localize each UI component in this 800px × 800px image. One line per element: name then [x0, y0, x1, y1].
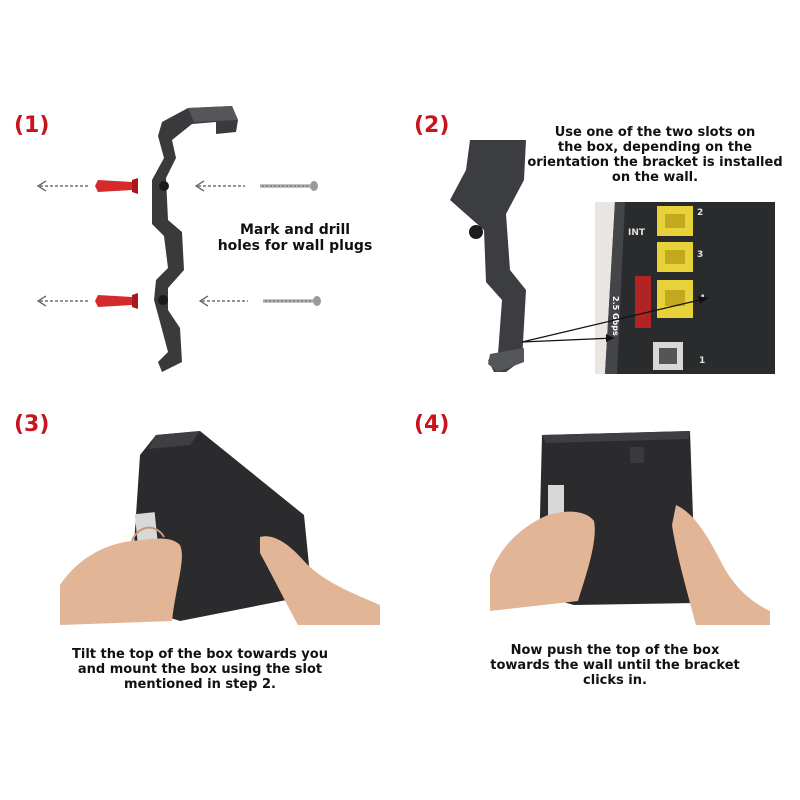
- wall-plug-icon: [95, 178, 138, 194]
- port-label-2: 2: [697, 208, 704, 218]
- step-4-caption: Now push the top of the box towards the …: [490, 643, 740, 688]
- screw-icon: [260, 181, 318, 191]
- arrow-head-icon: [198, 295, 209, 307]
- screw-icon: [263, 296, 321, 306]
- arrow-head-icon: [36, 295, 47, 307]
- left-hand-icon: [490, 511, 595, 611]
- bracket-icon: [152, 106, 238, 372]
- step-3-caption: Tilt the top of the box towards you and …: [72, 647, 328, 692]
- port-label-4: 4: [699, 294, 706, 304]
- router-port-photo: [595, 202, 775, 374]
- speed-badge: 2.5 Gbps: [611, 296, 620, 336]
- step-1-number: (1): [14, 113, 50, 138]
- port-label-int: INT: [628, 228, 646, 238]
- right-hand-icon: [260, 536, 380, 625]
- step-2-bracket-closeup: [450, 140, 526, 372]
- arrow-head-icon: [194, 180, 205, 192]
- step-2-number: (2): [414, 113, 450, 138]
- step-3-photo: [60, 431, 380, 625]
- port-label-1: 1: [699, 356, 706, 366]
- step-3-number: (3): [14, 412, 50, 437]
- step-2-caption: Use one of the two slots on the box, dep…: [527, 125, 783, 185]
- left-hand-icon: [60, 526, 182, 625]
- step-4-photo: [490, 431, 770, 625]
- wall-plug-icon: [95, 293, 138, 309]
- step-4-number: (4): [414, 412, 450, 437]
- bracket-icon: [450, 140, 526, 372]
- port-label-3: 3: [697, 250, 704, 260]
- right-hand-icon: [672, 505, 770, 625]
- arrow-head-icon: [36, 180, 47, 192]
- step-1-caption: Mark and drill holes for wall plugs: [217, 222, 373, 254]
- step-1-illustration: [36, 106, 321, 372]
